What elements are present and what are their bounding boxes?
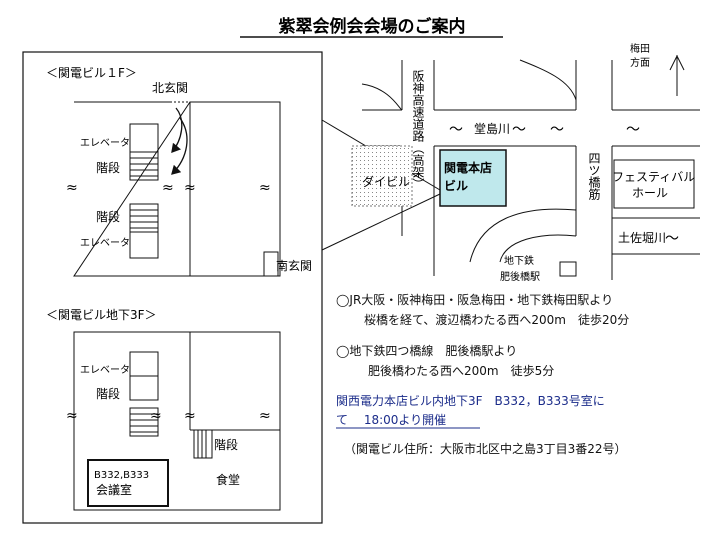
- floor1-break-marks: ≈ ≈ ≈ ≈: [66, 180, 271, 196]
- floor-b3-break-marks: ≈ ≈ ≈ ≈: [66, 408, 271, 424]
- entrance-arrow-2: [171, 117, 188, 175]
- floor1-plan: [73, 101, 281, 277]
- yotsubashi-label: 四ツ橋筋: [587, 152, 601, 201]
- entrance-arrow: [171, 107, 183, 153]
- dojima-river-label: 堂島川: [474, 121, 510, 136]
- dojima-curve-left: [519, 59, 577, 101]
- address-line: （関電ビル住所：大阪市北区中之島3丁目3番22号）: [344, 441, 627, 456]
- floor1-elevator-top: エレベータ: [80, 137, 130, 149]
- svg-text:≈: ≈: [150, 408, 162, 424]
- svg-text:阪神高速道路（高架）: 阪神高速道路（高架）: [411, 70, 425, 190]
- svg-text:≈: ≈: [184, 180, 196, 196]
- floor1-stairs-bottom: 階段: [96, 209, 120, 224]
- floor-b3-elevator: エレベータ: [80, 364, 130, 376]
- kanden-label-line2: ビル: [444, 178, 468, 193]
- floor1-heading: ＜関電ビル１F＞: [46, 66, 137, 80]
- dai-building: [351, 145, 413, 207]
- floor-b3-stairs-right: 階段: [214, 437, 238, 452]
- meeting-room-line1: B332,B333: [94, 470, 149, 481]
- svg-text:〜: 〜: [665, 231, 679, 247]
- station-label-line2: 肥後橋駅: [500, 270, 540, 283]
- floor1-stairs-top: 階段: [96, 160, 120, 175]
- floor-b3-plan: [73, 331, 281, 511]
- river-waves: 〜 〜 〜 〜 〜: [449, 122, 679, 247]
- station-label-line1: 地下鉄: [504, 254, 534, 267]
- svg-text:〜: 〜: [512, 122, 526, 138]
- festival-hall: [613, 159, 695, 209]
- station-icon: [559, 261, 577, 277]
- umeda-label-line1: 梅田: [630, 42, 650, 55]
- floor-b3-stairs-left: 階段: [96, 386, 120, 401]
- festival-label-line1: フェスティバル: [612, 170, 695, 184]
- south-entrance-label: 南玄関: [276, 258, 312, 273]
- route1-line1: ◯JR大阪・阪神梅田・阪急梅田・地下鉄梅田駅より: [336, 292, 613, 307]
- callout-line-bottom: [321, 193, 441, 251]
- dai-building-label: ダイビル: [362, 174, 410, 189]
- svg-text:≈: ≈: [66, 180, 78, 196]
- north-arrow-icon: [669, 54, 685, 96]
- kanden-building: [439, 149, 507, 207]
- floor-b3-heading: ＜関電ビル地下3F＞: [46, 308, 157, 322]
- svg-text:≈: ≈: [66, 408, 78, 424]
- route2-line2: 肥後橋わたる西へ200m 徒歩5分: [368, 363, 554, 378]
- svg-text:〜: 〜: [626, 122, 640, 138]
- north-entrance-label: 北玄関: [152, 80, 188, 95]
- umeda-label-line2: 方面: [630, 56, 650, 69]
- venue-line1: 関西電力本店ビル内地下3F B332，B333号室に: [336, 393, 605, 408]
- svg-text:≈: ≈: [259, 408, 271, 424]
- venue-line2: て 18:00より開催: [336, 413, 446, 427]
- svg-text:〜: 〜: [449, 122, 463, 138]
- page-title: 紫翠会例会会場のご案内: [279, 16, 466, 37]
- left-curved-road: [361, 83, 403, 111]
- route2-line1: ◯地下鉄四つ橋線 肥後橋駅より: [336, 343, 517, 358]
- floor-plan-frame: [22, 51, 323, 524]
- svg-text:〜: 〜: [550, 122, 564, 138]
- meeting-room-line2: 会議室: [96, 482, 132, 497]
- svg-text:≈: ≈: [184, 408, 196, 424]
- festival-label-line2: ホール: [632, 186, 668, 200]
- expressway-label: 阪神高速道路（高架）: [411, 70, 425, 190]
- svg-text:≈: ≈: [162, 180, 174, 196]
- svg-text:≈: ≈: [259, 180, 271, 196]
- floor1-elevator-bottom: エレベータ: [80, 237, 130, 249]
- kanden-label-line1: 関電本店: [444, 160, 492, 175]
- tosabori-river-label: 土佐堀川: [618, 230, 666, 245]
- route1-line2: 桜橋を経て、渡辺橋わたる西へ200m 徒歩20分: [364, 312, 629, 327]
- cafeteria-label: 食堂: [216, 472, 240, 487]
